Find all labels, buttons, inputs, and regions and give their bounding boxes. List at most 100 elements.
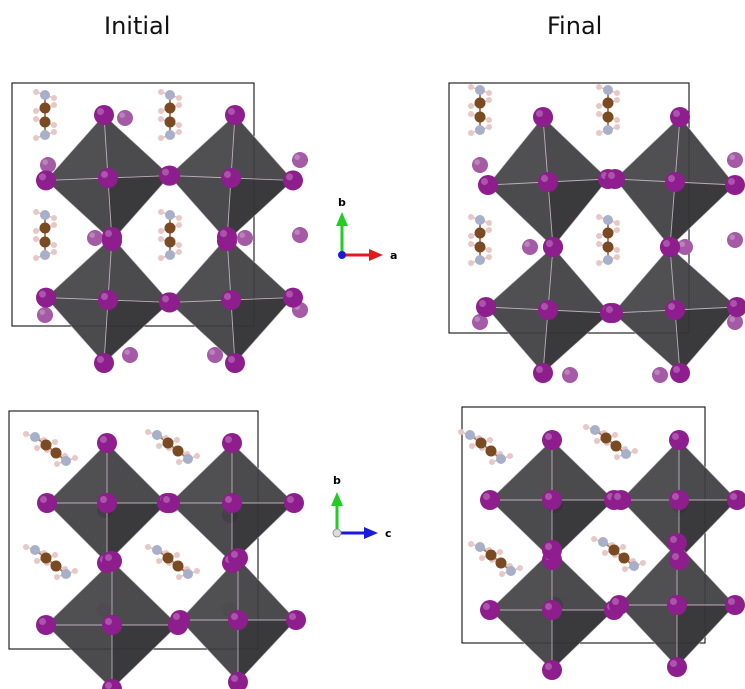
iodine-atom [221, 290, 241, 310]
hydrogen-atom [176, 215, 182, 221]
iodine-atom-highlight [97, 356, 104, 363]
iodine-atom [283, 287, 303, 308]
panel-initial-ab [11, 82, 308, 373]
iodine-atom-back-highlight [39, 309, 45, 315]
hydrogen-atom [174, 552, 180, 558]
iodine-atom [538, 300, 558, 320]
iodine-atom [533, 363, 553, 383]
iodine-atom [97, 433, 117, 453]
iodine-atom-back [727, 314, 743, 330]
hydrogen-atom [468, 233, 474, 239]
iodine-atom [222, 493, 242, 513]
bond [547, 178, 609, 183]
octahedron-face-dark [104, 300, 170, 363]
iodine-atom-back [207, 347, 223, 363]
carbon-atom [608, 544, 620, 556]
hydrogen-atom [612, 432, 618, 438]
iodine-atom [222, 433, 242, 453]
iodine-atom-highlight [225, 496, 232, 503]
bond [547, 246, 554, 311]
iodine-atom-highlight [545, 543, 552, 550]
iodine-atom-highlight [105, 682, 112, 689]
iodine-atom-back [122, 347, 138, 363]
iodine-atom-highlight [231, 551, 238, 558]
edge [551, 499, 615, 561]
iodine-atom [98, 290, 118, 310]
iodine-atom-back-highlight [474, 159, 480, 165]
hydrogen-atom [489, 459, 495, 465]
hydrogen-atom [33, 228, 39, 234]
iodine-atom-back [292, 152, 308, 168]
iodine-atom-highlight [673, 110, 680, 117]
hydrogen-atom [51, 249, 57, 255]
iodine-atom [228, 610, 248, 630]
iodine-atom [665, 300, 685, 320]
panel-initial-cb [8, 410, 306, 689]
axis-indicator-bottom: b c [331, 474, 392, 540]
iodine-atom [170, 610, 190, 630]
nitrogen-atom [603, 125, 613, 135]
iodine-atom-highlight [545, 433, 552, 440]
nitrogen-atom [183, 454, 193, 464]
hydrogen-atom [497, 549, 503, 555]
hydrogen-atom [33, 236, 39, 242]
iodine-atom-back [677, 239, 693, 255]
bond [230, 297, 294, 301]
methylammonium-molecule [468, 541, 523, 577]
hydrogen-atom [33, 255, 39, 261]
hydrogen-atom [614, 220, 620, 226]
edge [487, 116, 544, 186]
nitrogen-atom [603, 215, 613, 225]
edge [551, 609, 615, 671]
iodine-atom-highlight [536, 110, 543, 117]
iodine-atom [542, 660, 562, 680]
hydrogen-atom [158, 108, 164, 114]
nitrogen-atom [40, 130, 50, 140]
methylammonium-molecule [145, 544, 200, 580]
hydrogen-atom [596, 241, 602, 247]
hydrogen-atom [51, 222, 57, 228]
nitrogen-atom [475, 255, 485, 265]
octahedron-face-dark [543, 310, 610, 373]
carbon-atom [164, 236, 176, 248]
edge [45, 560, 113, 626]
iodine-atom [476, 297, 496, 317]
methylammonium-molecule [23, 431, 78, 467]
iodine-atom-highlight [105, 230, 112, 237]
bond [230, 177, 294, 181]
edge [45, 236, 113, 298]
iodine-atom-highlight [231, 675, 238, 682]
hydrogen-atom [158, 209, 164, 215]
methylammonium-molecule [468, 84, 492, 136]
hydrogen-atom [34, 558, 40, 564]
hydrogen-atom [517, 565, 523, 571]
hydrogen-atom [51, 215, 57, 221]
methylammonium-molecule [158, 209, 182, 261]
iodine-atom-back [727, 152, 743, 168]
iodine-atom-highlight [163, 496, 170, 503]
octahedron-face-light [613, 247, 675, 313]
methylammonium-molecule [23, 544, 78, 580]
iodine-atom [669, 430, 689, 450]
edge [231, 442, 295, 504]
nitrogen-atom [61, 456, 71, 466]
iodine-atom-highlight [105, 554, 112, 561]
hydrogen-atom [156, 558, 162, 564]
octahedron-face-light [486, 247, 553, 310]
hydrogen-atom [614, 227, 620, 233]
hydrogen-atom [51, 102, 57, 108]
octahedron-face-dark [108, 175, 170, 241]
nitrogen-atom [40, 250, 50, 260]
hydrogen-atom [51, 129, 57, 135]
iodine-atom-highlight [672, 493, 679, 500]
iodine-atom [228, 672, 248, 689]
carbon-atom [485, 549, 497, 561]
iodine-atom-highlight [40, 496, 47, 503]
nitrogen-atom [61, 569, 71, 579]
methylammonium-molecule [596, 214, 620, 266]
iodine-atom-back-highlight [524, 241, 530, 247]
iodine-atom-back [237, 230, 253, 246]
carbon-atom [474, 111, 486, 123]
edge [237, 557, 297, 621]
edge [485, 246, 554, 308]
